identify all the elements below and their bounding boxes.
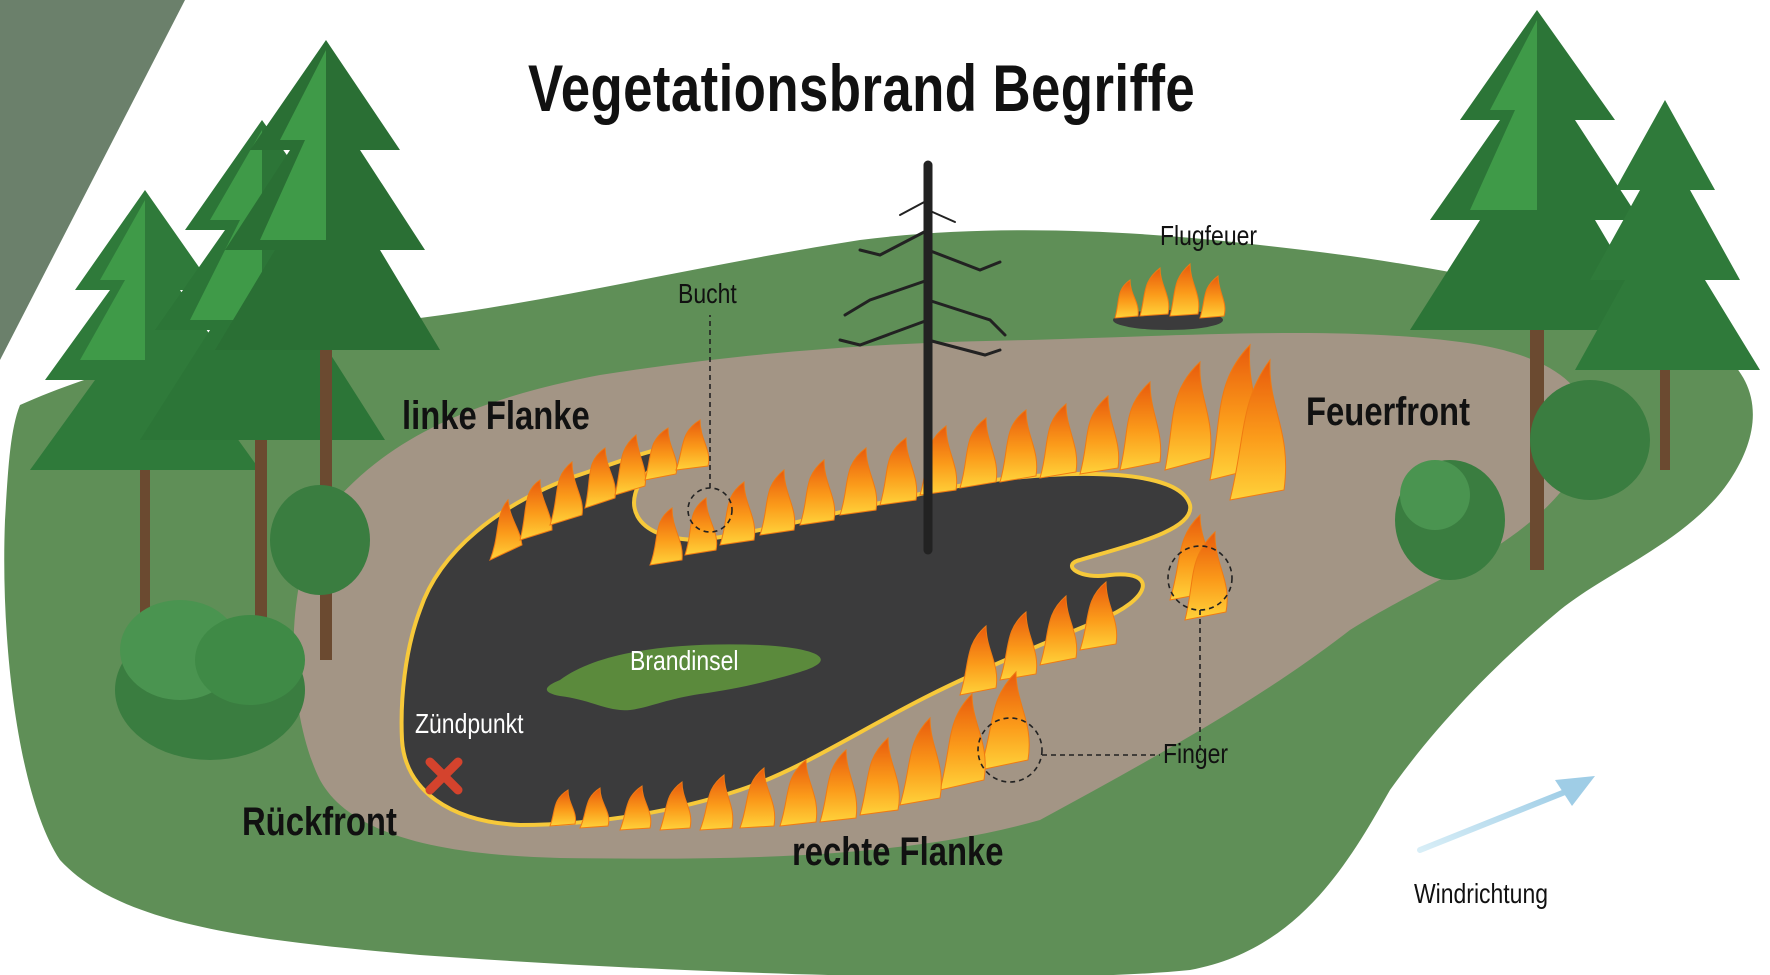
label-linke-flanke: linke Flanke xyxy=(402,394,590,439)
label-bucht: Bucht xyxy=(678,278,737,310)
page-title: Vegetationsbrand Begriffe xyxy=(528,50,1195,126)
label-feuerfront: Feuerfront xyxy=(1306,390,1470,435)
label-brandinsel: Brandinsel xyxy=(630,645,738,677)
label-finger: Finger xyxy=(1163,738,1228,770)
label-rueckfront: Rückfront xyxy=(242,800,397,845)
label-flugfeuer: Flugfeuer xyxy=(1160,220,1257,252)
label-rechte-flanke: rechte Flanke xyxy=(792,830,1003,875)
label-windrichtung: Windrichtung xyxy=(1414,878,1548,910)
wind-arrow-icon xyxy=(1420,776,1595,850)
label-zuendpunkt: Zündpunkt xyxy=(415,708,524,740)
